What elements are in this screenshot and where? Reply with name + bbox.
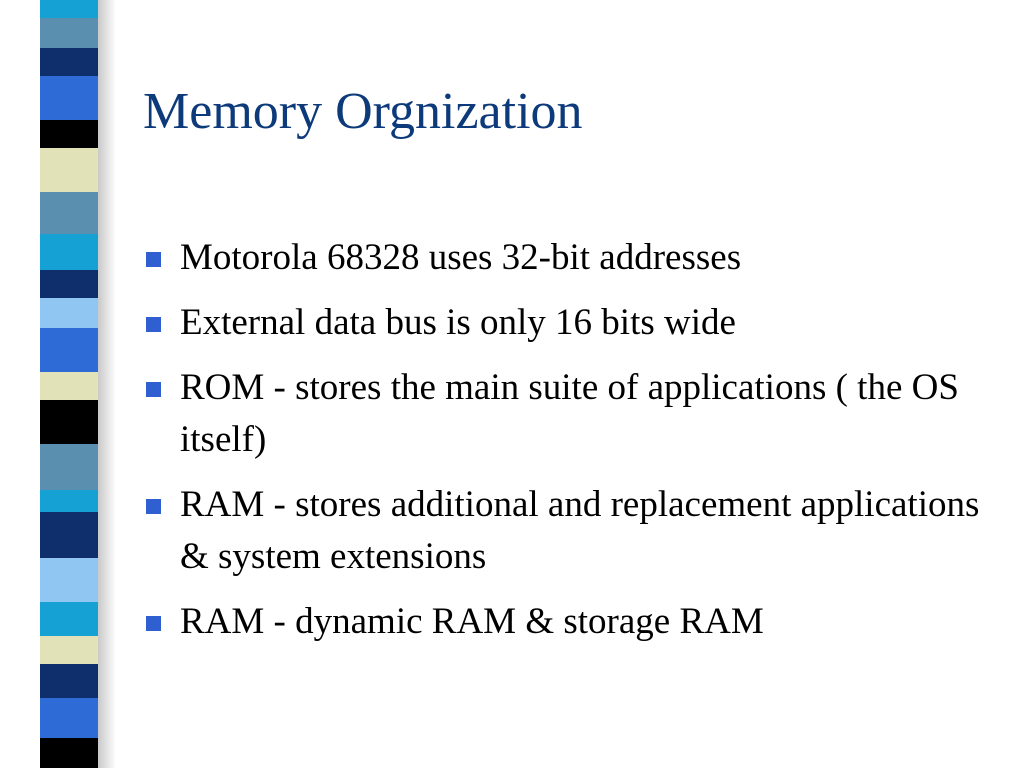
- stripe-segment: [40, 490, 98, 512]
- stripe-segment: [40, 698, 98, 738]
- stripe-segment: [40, 738, 98, 768]
- bullet-item: ROM - stores the main suite of applicati…: [143, 362, 1003, 466]
- stripe-segment: [40, 400, 98, 444]
- stripe-segment: [40, 636, 98, 664]
- square-bullet-icon: [146, 382, 161, 397]
- bullet-item: External data bus is only 16 bits wide: [143, 297, 1003, 349]
- bullet-item: Motorola 68328 uses 32-bit addresses: [143, 232, 1003, 284]
- square-bullet-icon: [146, 499, 161, 514]
- stripe-segment: [40, 234, 98, 270]
- stripe-segment: [40, 444, 98, 490]
- stripe-segment: [40, 328, 98, 372]
- stripe-segment: [40, 148, 98, 192]
- bullet-item: RAM - dynamic RAM & storage RAM: [143, 596, 1003, 648]
- square-bullet-icon: [146, 616, 161, 631]
- bullet-list: Motorola 68328 uses 32-bit addresses Ext…: [143, 232, 1003, 661]
- stripe-shadow: [98, 0, 116, 768]
- bullet-text: RAM - stores additional and replacement …: [180, 484, 980, 577]
- stripe-segment: [40, 602, 98, 636]
- bullet-text: ROM - stores the main suite of applicati…: [180, 367, 959, 460]
- stripe-segment: [40, 0, 98, 18]
- stripe-segment: [40, 558, 98, 602]
- stripe-segment: [40, 512, 98, 558]
- bullet-text: External data bus is only 16 bits wide: [180, 302, 736, 343]
- stripe-segment: [40, 48, 98, 76]
- square-bullet-icon: [146, 317, 161, 332]
- bullet-item: RAM - stores additional and replacement …: [143, 479, 1003, 583]
- stripe-segment: [40, 18, 98, 48]
- stripe-segment: [40, 298, 98, 328]
- slide-title: Memory Orgnization: [143, 83, 583, 140]
- decorative-stripe-band: [40, 0, 98, 768]
- stripe-segment: [40, 120, 98, 148]
- bullet-text: RAM - dynamic RAM & storage RAM: [180, 601, 764, 642]
- stripe-segment: [40, 664, 98, 698]
- stripe-segment: [40, 192, 98, 234]
- stripe-segment: [40, 270, 98, 298]
- bullet-text: Motorola 68328 uses 32-bit addresses: [180, 237, 742, 278]
- stripe-segment: [40, 372, 98, 400]
- square-bullet-icon: [146, 252, 161, 267]
- stripe-segment: [40, 76, 98, 120]
